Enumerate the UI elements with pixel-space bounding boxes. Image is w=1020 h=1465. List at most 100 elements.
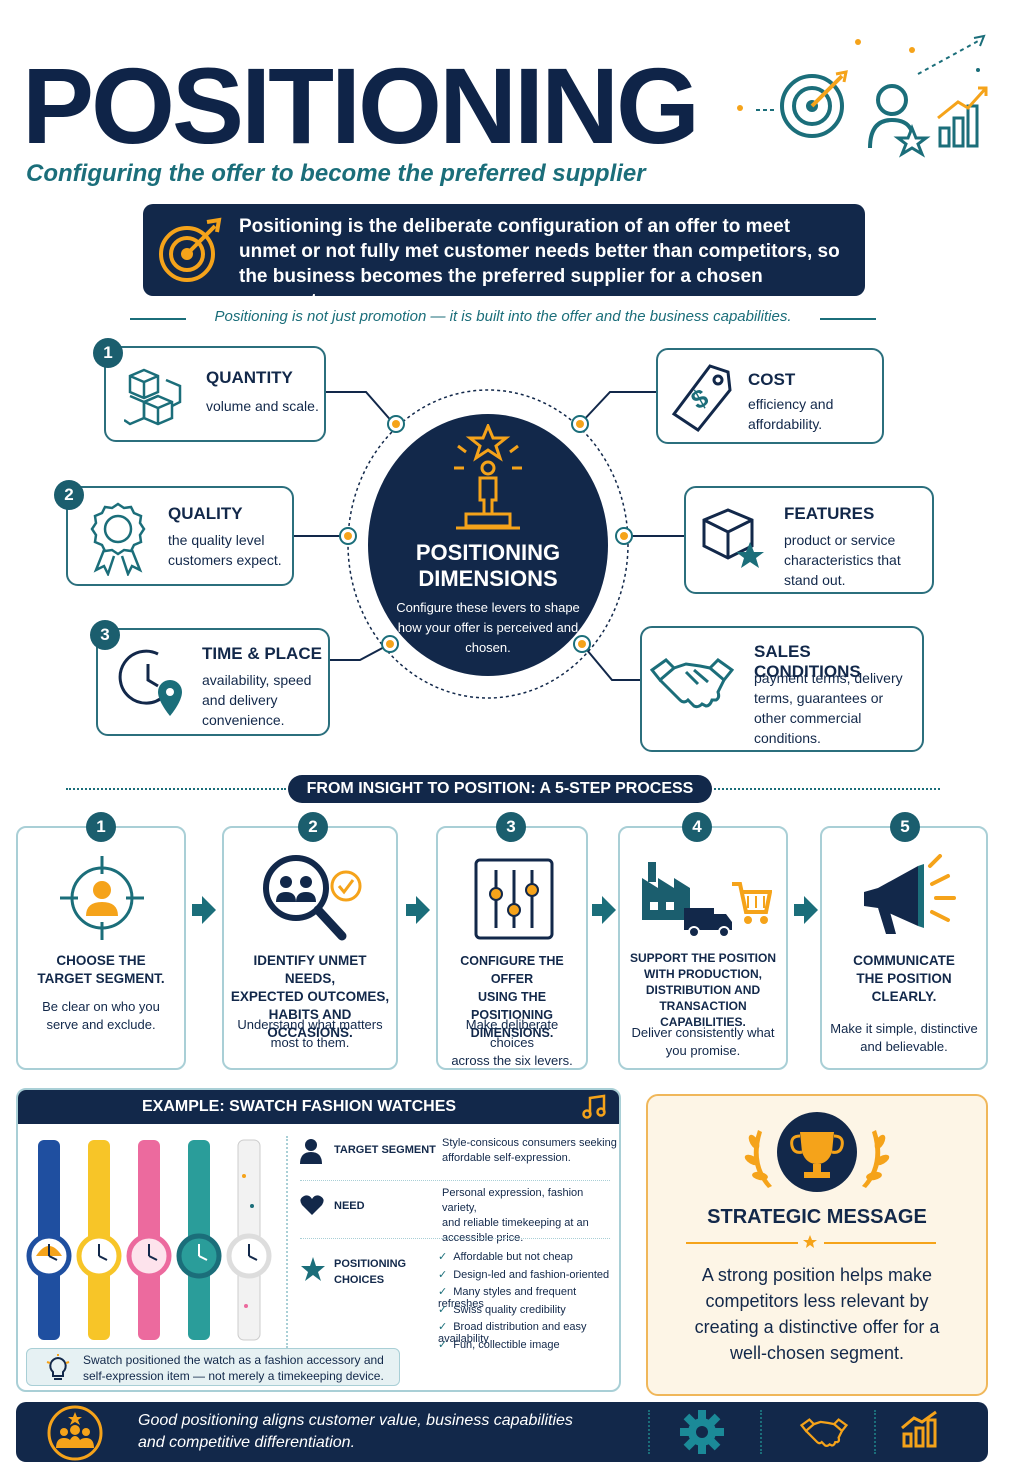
watch-pink (126, 1140, 172, 1340)
process-step-5: COMMUNICATE THE POSITION CLEARLY. Make i… (820, 826, 988, 1070)
dimension-number-1: 1 (93, 338, 123, 368)
quantity-desc: volume and scale. (206, 398, 319, 414)
time-place-desc: availability, speed and delivery conveni… (202, 672, 312, 728)
header-icons (737, 34, 988, 158)
footer-divider (648, 1410, 650, 1454)
lightbulb-icon (46, 1354, 70, 1380)
time-place-title: TIME & PLACE (202, 644, 322, 663)
cost-desc: efficiency and affordability. (748, 396, 834, 432)
star-icon (301, 1257, 325, 1281)
gear-icon (680, 1410, 724, 1454)
dimension-card-cost: $ COST efficiency and affordability. (656, 348, 884, 444)
positioning-choices-label: POSITIONING CHOICES (334, 1258, 407, 1286)
target-person-icon (60, 856, 144, 940)
check-icon: ✓ (438, 1303, 448, 1316)
step-number-5: 5 (890, 812, 920, 842)
step-5-title: COMMUNICATE THE POSITION CLEARLY. (853, 953, 955, 1004)
step-5-desc: Make it simple, distinctive and believab… (830, 1021, 978, 1054)
page-subtitle: Configuring the offer to become the pref… (26, 160, 646, 187)
example-divider (286, 1136, 288, 1348)
process-label: FROM INSIGHT TO POSITION: A 5-STEP PROCE… (288, 775, 712, 803)
star-icon (803, 1235, 817, 1248)
target-arrow-icon (159, 217, 222, 282)
growth-chart-icon (901, 1410, 937, 1448)
watch-white (226, 1139, 272, 1341)
user-star-icon (868, 84, 931, 158)
definition-box: Positioning is the deliberate configurat… (143, 204, 865, 312)
handshake-icon (650, 658, 734, 709)
step-number-1: 1 (86, 812, 116, 842)
dimension-number-3: 3 (90, 620, 120, 650)
growth-chart-icon (937, 86, 988, 148)
cost-title: COST (748, 370, 796, 389)
dimension-connectors (294, 389, 684, 699)
positioning-choice-item: ✓Many styles and frequent refreshes (438, 1286, 577, 1310)
need-text: Personal expression, fashion variety, an… (442, 1187, 589, 1244)
need-label: NEED (334, 1200, 365, 1212)
tagline-rule-left (130, 318, 186, 320)
tagline-rule-right (820, 318, 876, 320)
sales-conditions-title: SALES CONDITIONS (754, 642, 861, 681)
center-description: Configure these levers to shape how your… (396, 600, 580, 655)
step-4-desc: Deliver consistently what you promise. (631, 1025, 775, 1058)
dimension-card-quantity: QUANTITY volume and scale. (104, 346, 326, 442)
step-number-4: 4 (682, 812, 712, 842)
dimension-card-time-place: TIME & PLACE availability, speed and del… (96, 628, 330, 736)
step-number-3: 3 (496, 812, 526, 842)
factory-truck-cart-icon (642, 862, 772, 938)
arrow-right-icon (406, 896, 430, 924)
target-segment-label: TARGET SEGMENT (334, 1144, 436, 1156)
trophy-laurel-icon (744, 1112, 890, 1192)
example-title: EXAMPLE: SWATCH FASHION WATCHES (18, 1090, 619, 1124)
music-note-icon (582, 1094, 606, 1119)
row-divider (300, 1238, 610, 1239)
positioning-choice-item: ✓Design-led and fashion-oriented (438, 1268, 610, 1281)
svg-text:$: $ (686, 382, 714, 415)
step-2-desc: Understand what matters most to them. (237, 1017, 383, 1050)
page-title: POSITIONING (22, 45, 700, 166)
quality-desc: the quality level customers expect. (168, 532, 282, 568)
check-icon: ✓ (438, 1321, 448, 1333)
positioning-choice-item: ✓Swiss quality credibility (438, 1303, 566, 1316)
step-1-title: CHOOSE THE TARGET SEGMENT. (37, 953, 165, 986)
row-divider (300, 1180, 610, 1181)
step-1-desc: Be clear on who you serve and exclude. (42, 999, 160, 1032)
example-note-text: Swatch positioned the watch as a fashion… (83, 1353, 384, 1383)
process-step-2: IDENTIFY UNMET NEEDS, EXPECTED OUTCOMES,… (222, 826, 398, 1070)
boxes-icon (124, 368, 182, 426)
quantity-title: QUANTITY (206, 368, 293, 387)
footer-divider (760, 1410, 762, 1454)
sales-conditions-desc: payment terms, delivery terms, guarantee… (754, 670, 903, 746)
arrow-right-icon (192, 896, 216, 924)
example-panel: EXAMPLE: SWATCH FASHION WATCHES (16, 1088, 621, 1392)
process-rule-left (66, 788, 286, 790)
strategic-rule-right (824, 1242, 936, 1244)
team-star-icon (47, 1405, 103, 1461)
clock-pin-icon (118, 649, 182, 716)
dots-decoration (737, 34, 986, 111)
handshake-icon (799, 1418, 849, 1447)
step-3-desc: Make deliberate choices across the six l… (451, 1017, 573, 1068)
step-3-title: CONFIGURE THE OFFER USING THE POSITIONIN… (460, 954, 564, 1040)
strategic-message-title: STRATEGIC MESSAGE (707, 1206, 927, 1228)
arrow-right-icon (794, 896, 818, 924)
strategic-message-body: A strong position helps make competitors… (694, 1265, 940, 1363)
positioning-choice-item: ✓Broad distribution and easy availabilit… (438, 1321, 587, 1345)
footer-text: Good positioning aligns customer value, … (138, 1412, 573, 1451)
process-step-1: CHOOSE THE TARGET SEGMENT. Be clear on w… (16, 826, 186, 1070)
box-star-icon (702, 508, 764, 568)
watch-teal (176, 1140, 222, 1340)
podium-star-icon (454, 424, 522, 530)
person-icon (300, 1139, 322, 1164)
tagline: Positioning is not just promotion — it i… (214, 308, 792, 325)
dimension-card-features: FEATURES product or service characterist… (684, 486, 934, 594)
check-icon: ✓ (438, 1251, 448, 1263)
footer-divider (874, 1410, 876, 1454)
arrow-right-icon (592, 896, 616, 924)
watch-yellow (76, 1140, 122, 1340)
positioning-choice-item: ✓Fun, collectible image (438, 1338, 560, 1351)
process-step-3: CONFIGURE THE OFFER USING THE POSITIONIN… (436, 826, 588, 1070)
target-segment-text: Style-consicous consumers seeking afford… (442, 1137, 617, 1164)
step-4-title: SUPPORT THE POSITION WITH PRODUCTION, DI… (629, 951, 776, 1029)
award-badge-icon (90, 502, 146, 576)
